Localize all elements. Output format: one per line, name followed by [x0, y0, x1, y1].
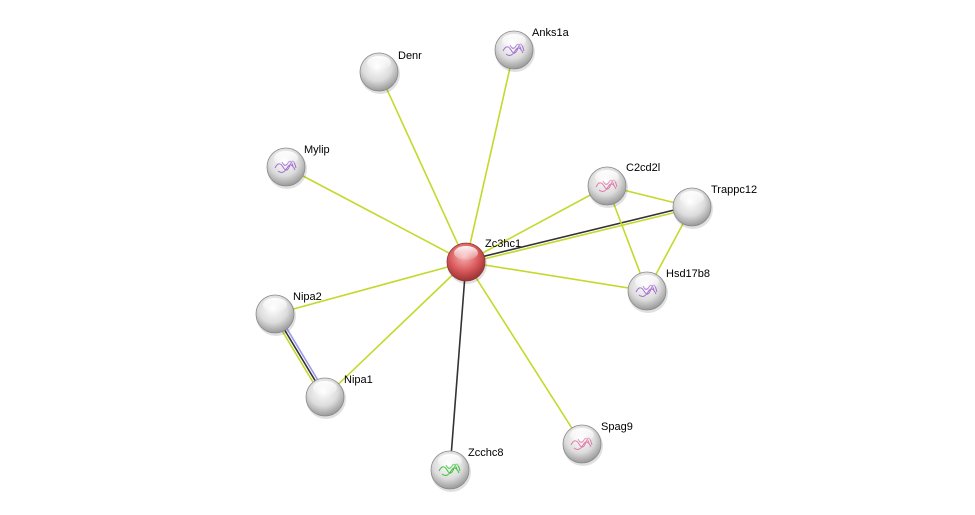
node-highlight [263, 298, 287, 312]
node-label: Anks1a [532, 27, 570, 39]
node-highlight [680, 191, 704, 205]
node-highlight [438, 454, 462, 468]
node-label: Mylip [304, 144, 330, 156]
edge-zc3hc1-trappc12-coexpression[interactable] [465, 204, 692, 262]
node-highlight [274, 151, 298, 165]
node-label: Zc3hc1 [485, 238, 521, 250]
node-nipa1[interactable]: Nipa1 [305, 374, 373, 419]
edge-zc3hc1-trappc12-textmining[interactable] [466, 207, 693, 265]
node-spag9[interactable]: Spag9 [562, 421, 633, 466]
edge-zc3hc1-mylip-textmining[interactable] [285, 166, 467, 263]
edge-zc3hc1-hsd17b8-textmining[interactable] [465, 261, 648, 292]
edge-zc3hc1-nipa2-textmining[interactable] [274, 261, 467, 315]
node-c2cd2l[interactable]: C2cd2l [587, 162, 660, 208]
node-label: Spag9 [601, 421, 633, 433]
edge-zc3hc1-zcchc8-coexpression[interactable] [449, 261, 467, 471]
node-mylip[interactable]: Mylip [266, 144, 330, 189]
node-zcchc8[interactable]: Zcchc8 [430, 447, 503, 492]
node-nipa2[interactable]: Nipa2 [255, 291, 322, 336]
edge-zc3hc1-denr-textmining[interactable] [378, 71, 467, 263]
nodes-layer: Zc3hc1 Anks1aDenrMylipC2cd2lTrappc12Hsd17… [255, 27, 757, 492]
node-highlight [367, 56, 391, 70]
edge-zc3hc1-spag9-textmining[interactable] [465, 261, 583, 445]
node-highlight [570, 428, 594, 442]
node-label: Hsd17b8 [666, 268, 710, 280]
node-label: Zcchc8 [468, 447, 503, 459]
edge-zc3hc1-c2cd2l-textmining[interactable] [465, 185, 608, 263]
node-highlight [502, 34, 526, 48]
node-label: Nipa2 [293, 291, 322, 303]
node-label: Nipa1 [344, 374, 373, 386]
node-label: C2cd2l [626, 162, 660, 174]
node-label: Denr [398, 50, 422, 62]
edge-zc3hc1-anks1a-textmining[interactable] [465, 49, 515, 263]
node-label: Trappc12 [711, 184, 757, 196]
node-trappc12[interactable]: Trappc12 [672, 184, 757, 229]
node-zc3hc1[interactable]: Zc3hc1 [446, 238, 521, 284]
edge-zc3hc1-nipa1-textmining[interactable] [324, 261, 467, 398]
node-highlight [595, 170, 619, 184]
node-denr[interactable]: Denr [359, 50, 422, 94]
node-hsd17b8[interactable]: Hsd17b8 [627, 268, 710, 313]
node-highlight [635, 275, 659, 289]
node-anks1a[interactable]: Anks1a [494, 27, 570, 72]
node-highlight [313, 381, 337, 395]
node-highlight [454, 246, 478, 260]
